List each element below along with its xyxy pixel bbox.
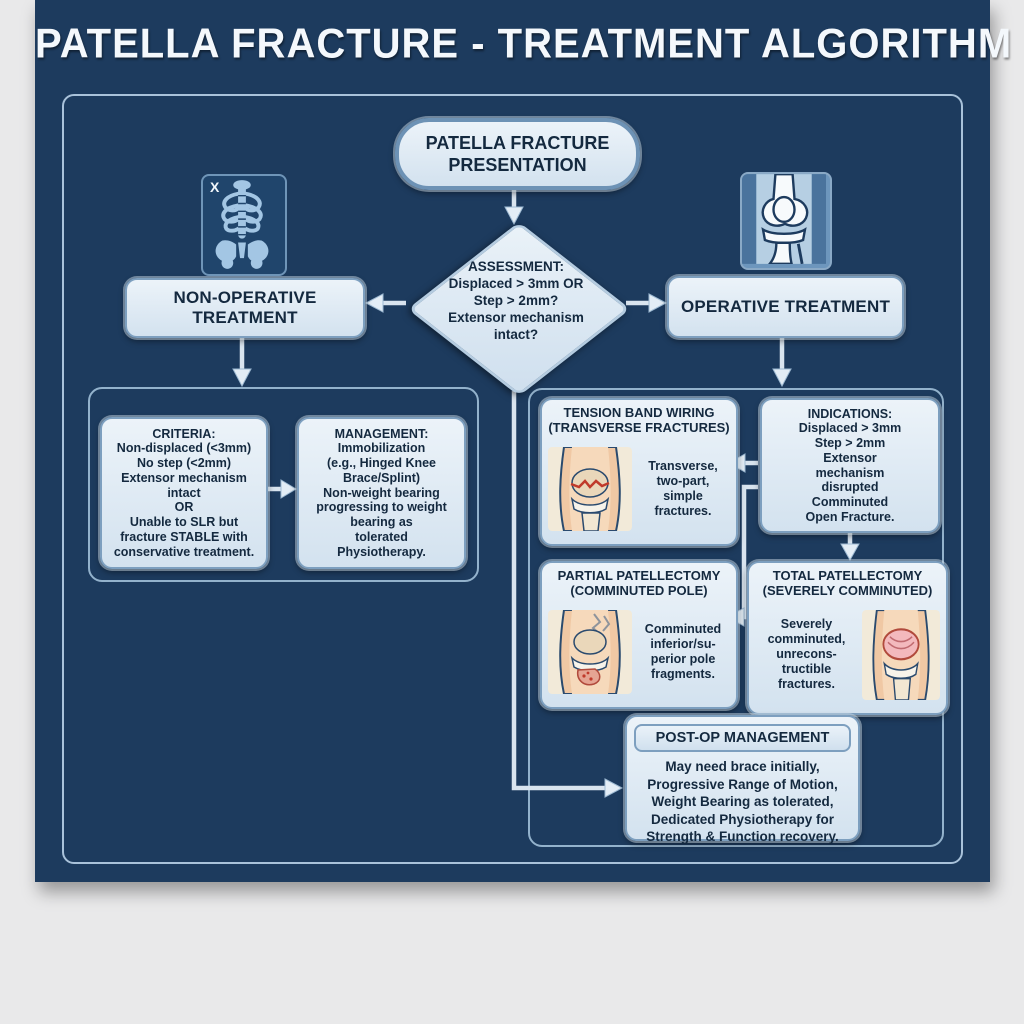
node-tension-band-wiring: TENSION BAND WIRING (TRANSVERSE FRACTURE… xyxy=(540,398,738,546)
knee-comminuted-pole-illustration xyxy=(548,609,632,694)
node-presentation: PATELLA FRACTURE PRESENTATION xyxy=(395,118,640,190)
node-assessment: ASSESSMENT: Displaced > 3mm OR Step > 2m… xyxy=(448,259,584,342)
tension-band-title: TENSION BAND WIRING (TRANSVERSE FRACTURE… xyxy=(548,405,730,435)
xray-x-label: X xyxy=(210,179,220,195)
knee-joint-icon xyxy=(740,172,832,270)
node-non-operative-treatment: NON-OPERATIVE TREATMENT xyxy=(125,278,365,338)
poster-title: PATELLA FRACTURE - TREATMENT ALGORITHM xyxy=(35,20,1013,68)
total-patellectomy-body: Severely comminuted, unrecons- tructible… xyxy=(767,617,846,692)
knee-joint-graphic xyxy=(742,174,826,266)
node-partial-patellectomy: PARTIAL PATELLECTOMY (COMMINUTED POLE) C… xyxy=(540,561,738,709)
node-post-op-management: POST-OP MANAGEMENT May need brace initia… xyxy=(625,715,860,844)
node-indications: INDICATIONS: Displaced > 3mm Step > 2mm … xyxy=(760,398,940,533)
node-criteria: CRITERIA: Non-displaced (<3mm) No step (… xyxy=(100,417,268,569)
xray-skeleton-icon: X xyxy=(201,174,287,276)
knee-severely-comminuted-illustration xyxy=(862,609,940,700)
xray-skeleton-graphic xyxy=(215,180,269,269)
partial-patellectomy-body: Comminuted inferior/su- perior pole frag… xyxy=(644,621,722,681)
node-operative-treatment: OPERATIVE TREATMENT xyxy=(667,276,904,338)
tension-band-body: Transverse, two-part, simple fractures. xyxy=(648,458,718,518)
post-op-body: May need brace initially, Progressive Ra… xyxy=(646,759,839,845)
partial-patellectomy-title: PARTIAL PATELLECTOMY (COMMINUTED POLE) xyxy=(557,568,721,598)
outer-frame xyxy=(62,94,963,864)
non-operative-container xyxy=(88,387,479,582)
total-patellectomy-title: TOTAL PATELLECTOMY (SEVERELY COMMINUTED) xyxy=(762,568,933,598)
node-management: MANAGEMENT: Immobilization (e.g., Hinged… xyxy=(297,417,466,569)
knee-transverse-fracture-illustration xyxy=(548,446,632,531)
node-total-patellectomy: TOTAL PATELLECTOMY (SEVERELY COMMINUTED)… xyxy=(747,561,948,715)
post-op-title: POST-OP MANAGEMENT xyxy=(634,724,851,752)
